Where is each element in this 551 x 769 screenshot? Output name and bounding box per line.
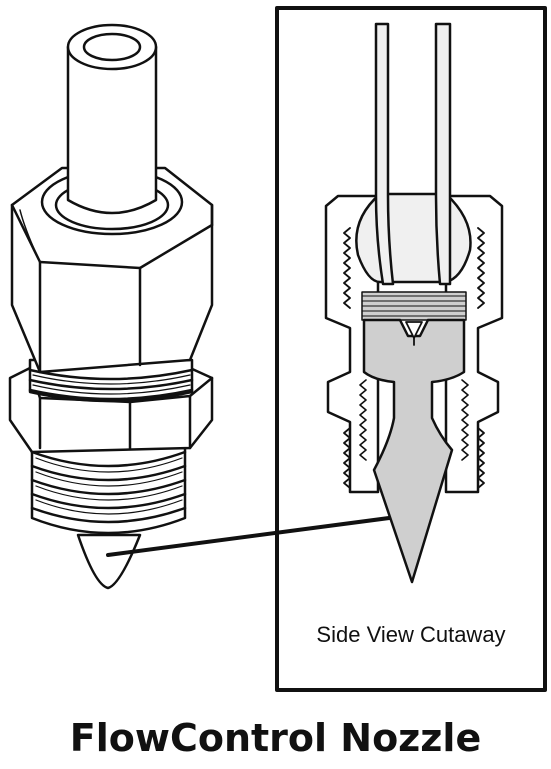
cutaway-tube	[374, 22, 395, 286]
nozzle-tip	[76, 533, 142, 590]
nozzle-3d-view	[8, 23, 214, 590]
inlet-tube	[66, 23, 158, 215]
callout-line	[106, 513, 414, 557]
nozzle-diagram: Side View Cutaway	[8, 6, 547, 692]
lower-threads	[30, 438, 187, 535]
diagram-title: FlowControl Nozzle	[69, 716, 482, 760]
cutaway-label: Side View Cutaway	[316, 622, 505, 647]
cutaway-frame	[275, 6, 547, 692]
flow-insert	[362, 318, 466, 584]
cutaway-section-view	[324, 22, 504, 584]
ferrule-ball	[355, 192, 472, 284]
